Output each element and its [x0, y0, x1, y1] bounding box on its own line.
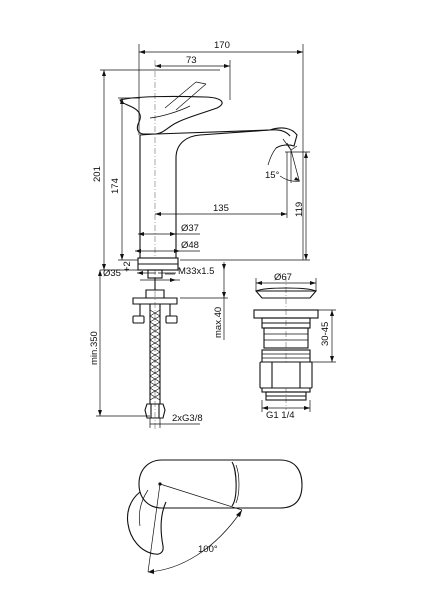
dim-spout-to-lever: 73 [186, 55, 197, 66]
flexible-hose [144, 304, 166, 419]
dim-base-diameter-48: Ø48 [181, 240, 199, 251]
dim-waste-range: 30-45 [320, 322, 331, 346]
dim-waste-diameter: Ø67 [274, 272, 292, 283]
dim-spout-reach: 135 [213, 203, 229, 214]
dim-waste-thread: G1 1/4 [266, 410, 295, 421]
waste-drain-view: Ø67 30-45 G1 1/4 [253, 272, 336, 421]
dim-total-height: 201 [92, 166, 103, 182]
dim-fixing-hole: Ø35 [103, 268, 121, 279]
dim-hose-length: min.350 [89, 331, 100, 365]
faucet-plan-view: 100° [126, 459, 303, 574]
dim-spout-height: 119 [294, 202, 305, 217]
dim-overall-width: 170 [214, 40, 230, 51]
dim-body-height: 174 [110, 178, 121, 194]
dim-thread: M33x1.5 [178, 266, 214, 277]
dim-hose-connection: 2xG3/8 [172, 413, 203, 424]
dim-max-thickness: max.40 [213, 307, 224, 338]
dim-lever-rotation: 100° [198, 544, 218, 555]
dim-base-diameter-37: Ø37 [181, 223, 199, 234]
faucet-side-view: 170 73 201 174 135 119 15° Ø37 [89, 40, 310, 430]
dim-spout-angle: 15° [265, 170, 280, 181]
dim-fixing-hole-tolerance: +2 [122, 261, 133, 272]
